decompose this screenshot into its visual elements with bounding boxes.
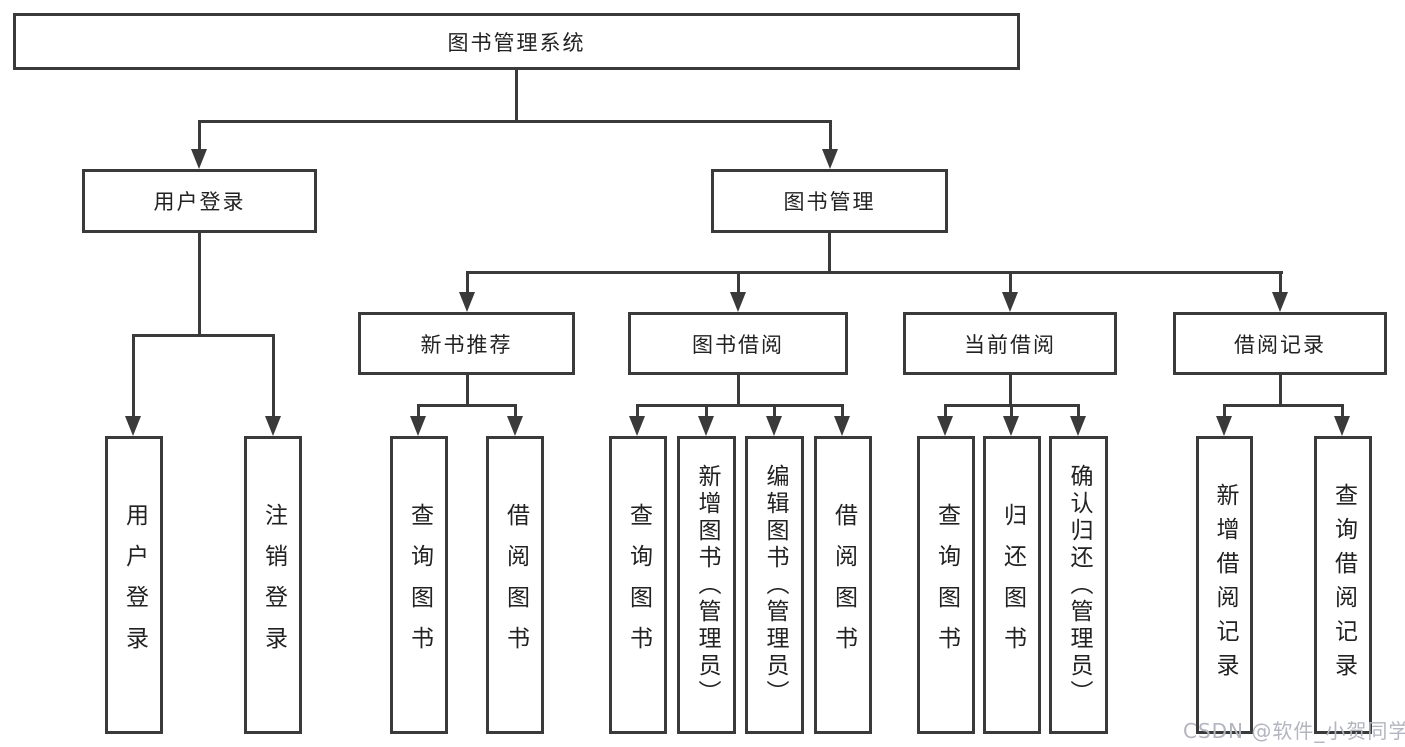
arrow-down-icon: [125, 416, 141, 436]
node-label: 图书借阅: [692, 332, 784, 357]
leaf-label: 借阅图书: [830, 503, 857, 667]
connector-line: [841, 404, 844, 418]
leaf-borrow-query-books: 查询图书: [609, 436, 667, 734]
leaf-label: 新增图书（管理员）: [694, 463, 720, 707]
arrow-down-icon: [191, 149, 207, 169]
connector-line: [636, 404, 639, 418]
arrow-down-icon: [1002, 292, 1018, 312]
arrow-down-icon: [629, 416, 645, 436]
leaf-label: 确认归还（管理员）: [1066, 463, 1092, 707]
connector-line: [1077, 404, 1080, 418]
connector-line: [515, 70, 518, 122]
connector-line: [417, 404, 420, 418]
connector-line: [198, 233, 201, 336]
arrow-down-icon: [1216, 416, 1232, 436]
leaf-label: 注销登录: [260, 503, 287, 667]
arrow-down-icon: [730, 292, 746, 312]
connector-line: [829, 120, 832, 152]
node-user-login: 用户登录: [82, 169, 317, 233]
leaf-label: 归还图书: [999, 503, 1026, 667]
arrow-down-icon: [698, 416, 714, 436]
connector-line: [1010, 404, 1013, 418]
connector-line: [1279, 375, 1282, 406]
leaf-add-book-admin: 新增图书（管理员）: [677, 436, 736, 734]
connector-line: [1279, 271, 1282, 295]
connector-line: [636, 404, 844, 407]
arrow-down-icon: [507, 416, 523, 436]
arrow-down-icon: [1334, 416, 1350, 436]
connector-line: [466, 375, 469, 406]
connector-line: [514, 404, 517, 418]
connector-line: [1009, 375, 1012, 406]
connector-line: [466, 271, 1283, 274]
leaf-return-books: 归还图书: [983, 436, 1041, 734]
arrow-down-icon: [459, 292, 475, 312]
node-new-book-recommend: 新书推荐: [358, 312, 575, 375]
leaf-borrow-borrow-books: 借阅图书: [814, 436, 872, 734]
connector-line: [773, 404, 776, 418]
node-borrow-records: 借阅记录: [1173, 312, 1387, 375]
leaf-confirm-return-admin: 确认归还（管理员）: [1049, 436, 1108, 734]
node-book-management: 图书管理: [711, 169, 948, 233]
root-node-library-system: 图书管理系统: [13, 13, 1020, 70]
connector-line: [1223, 404, 1344, 407]
connector-line: [705, 404, 708, 418]
watermark: CSDN @软件_小贺同学: [1183, 719, 1405, 743]
arrow-down-icon: [265, 416, 281, 436]
connector-line: [944, 404, 947, 418]
leaf-label: 查询图书: [406, 503, 433, 667]
connector-line: [737, 375, 740, 406]
node-label: 当前借阅: [964, 332, 1056, 357]
leaf-label: 查询图书: [933, 503, 960, 667]
leaf-user-login: 用户登录: [105, 436, 163, 734]
arrow-down-icon: [822, 149, 838, 169]
node-current-borrow: 当前借阅: [903, 312, 1117, 375]
connector-line: [417, 404, 517, 407]
connector-line: [132, 334, 275, 337]
leaf-query-borrow-record: 查询借阅记录: [1314, 436, 1372, 734]
connector-line: [198, 120, 832, 123]
leaf-label: 借阅图书: [502, 503, 529, 667]
connector-line: [1009, 271, 1012, 295]
leaf-newbook-borrow-books: 借阅图书: [486, 436, 544, 734]
leaf-label: 查询借阅记录: [1330, 483, 1357, 687]
node-label: 图书管理: [783, 190, 876, 214]
arrow-down-icon: [410, 416, 426, 436]
node-label: 用户登录: [153, 190, 246, 214]
connector-line: [737, 271, 740, 295]
arrow-down-icon: [1003, 416, 1019, 436]
connector-line: [828, 233, 831, 273]
leaf-newbook-query-books: 查询图书: [390, 436, 448, 734]
node-label: 图书管理系统: [447, 30, 586, 55]
connector-line: [466, 271, 469, 295]
leaf-current-query-books: 查询图书: [917, 436, 975, 734]
arrow-down-icon: [834, 416, 850, 436]
connector-line: [198, 120, 201, 152]
leaf-add-borrow-record: 新增借阅记录: [1196, 436, 1253, 734]
leaf-label: 新增借阅记录: [1212, 483, 1238, 687]
connector-line: [1223, 404, 1226, 418]
arrow-down-icon: [1272, 292, 1288, 312]
node-label: 新书推荐: [420, 332, 513, 357]
leaf-logout: 注销登录: [244, 436, 302, 734]
arrow-down-icon: [937, 416, 953, 436]
leaf-label: 编辑图书（管理员）: [762, 463, 788, 707]
connector-line: [1341, 404, 1344, 418]
node-book-borrow: 图书借阅: [628, 312, 848, 375]
connector-line: [132, 334, 135, 418]
connector-line: [272, 334, 275, 418]
arrow-down-icon: [1070, 416, 1086, 436]
arrow-down-icon: [766, 416, 782, 436]
leaf-label: 用户登录: [121, 503, 148, 667]
leaf-edit-book-admin: 编辑图书（管理员）: [745, 436, 804, 734]
node-label: 借阅记录: [1234, 332, 1326, 357]
leaf-label: 查询图书: [625, 503, 652, 667]
